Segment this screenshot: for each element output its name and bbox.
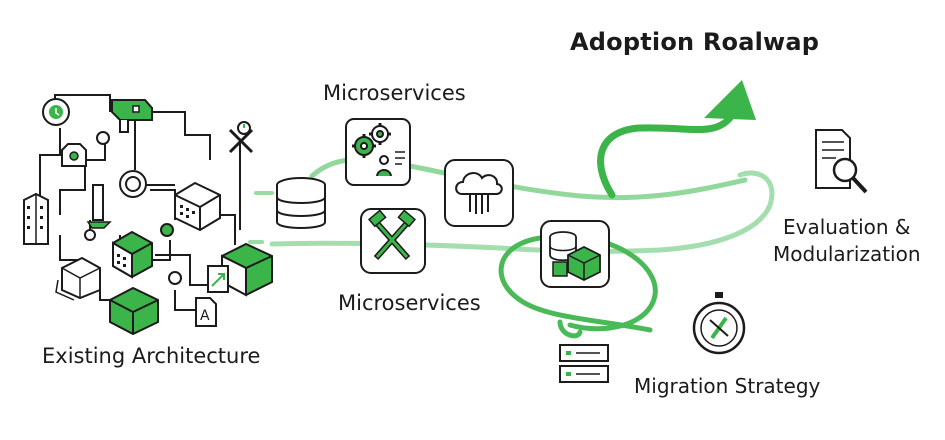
database-icon (276, 177, 326, 229)
evaluation-line-2: Modularization (773, 242, 921, 266)
export-monitor-icon (207, 265, 229, 293)
tools-card-icon (360, 208, 426, 274)
camera-node-icon (61, 143, 87, 167)
network-node-icon (168, 271, 182, 285)
document-a-icon: A (195, 297, 217, 327)
terminal-stand-icon (86, 184, 112, 229)
green-cube-icon (112, 230, 153, 279)
migration-strategy-label: Migration Strategy (634, 374, 821, 398)
plug-module-icon (111, 99, 153, 133)
microservices-mid-label: Microservices (338, 291, 481, 315)
page-title: Adoption Roalwap (570, 28, 820, 56)
data-stack-card-icon (540, 220, 610, 288)
microservices-top-label: Microservices (323, 81, 466, 105)
stopwatch-compass-icon (692, 292, 746, 355)
network-node-icon (96, 131, 110, 145)
wrench-tools-icon (228, 121, 254, 154)
flow-path-lower (269, 170, 775, 254)
evaluation-line-1: Evaluation & (783, 215, 911, 239)
gears-team-card-icon (345, 118, 411, 186)
cube-node-icon (174, 181, 221, 232)
evaluation-modularization-label: Evaluation & Modularization (773, 214, 921, 268)
server-rack-icon (559, 344, 609, 383)
existing-architecture-label: Existing Architecture (42, 344, 261, 368)
building-server-icon (23, 192, 49, 245)
clock-node-icon (42, 98, 70, 126)
document-letter: A (200, 308, 210, 324)
green-cube-bottom-icon (109, 286, 159, 336)
cloud-server-card-icon (444, 159, 514, 227)
arrow-head-icon (704, 80, 756, 120)
document-search-icon (815, 129, 868, 194)
network-node-icon (160, 223, 174, 237)
flow-path-arrow-body (597, 106, 739, 199)
network-node-icon (84, 229, 96, 241)
storage-box-icon (55, 256, 101, 301)
ring-node-icon (119, 170, 147, 198)
green-cube-large-icon (221, 242, 273, 297)
